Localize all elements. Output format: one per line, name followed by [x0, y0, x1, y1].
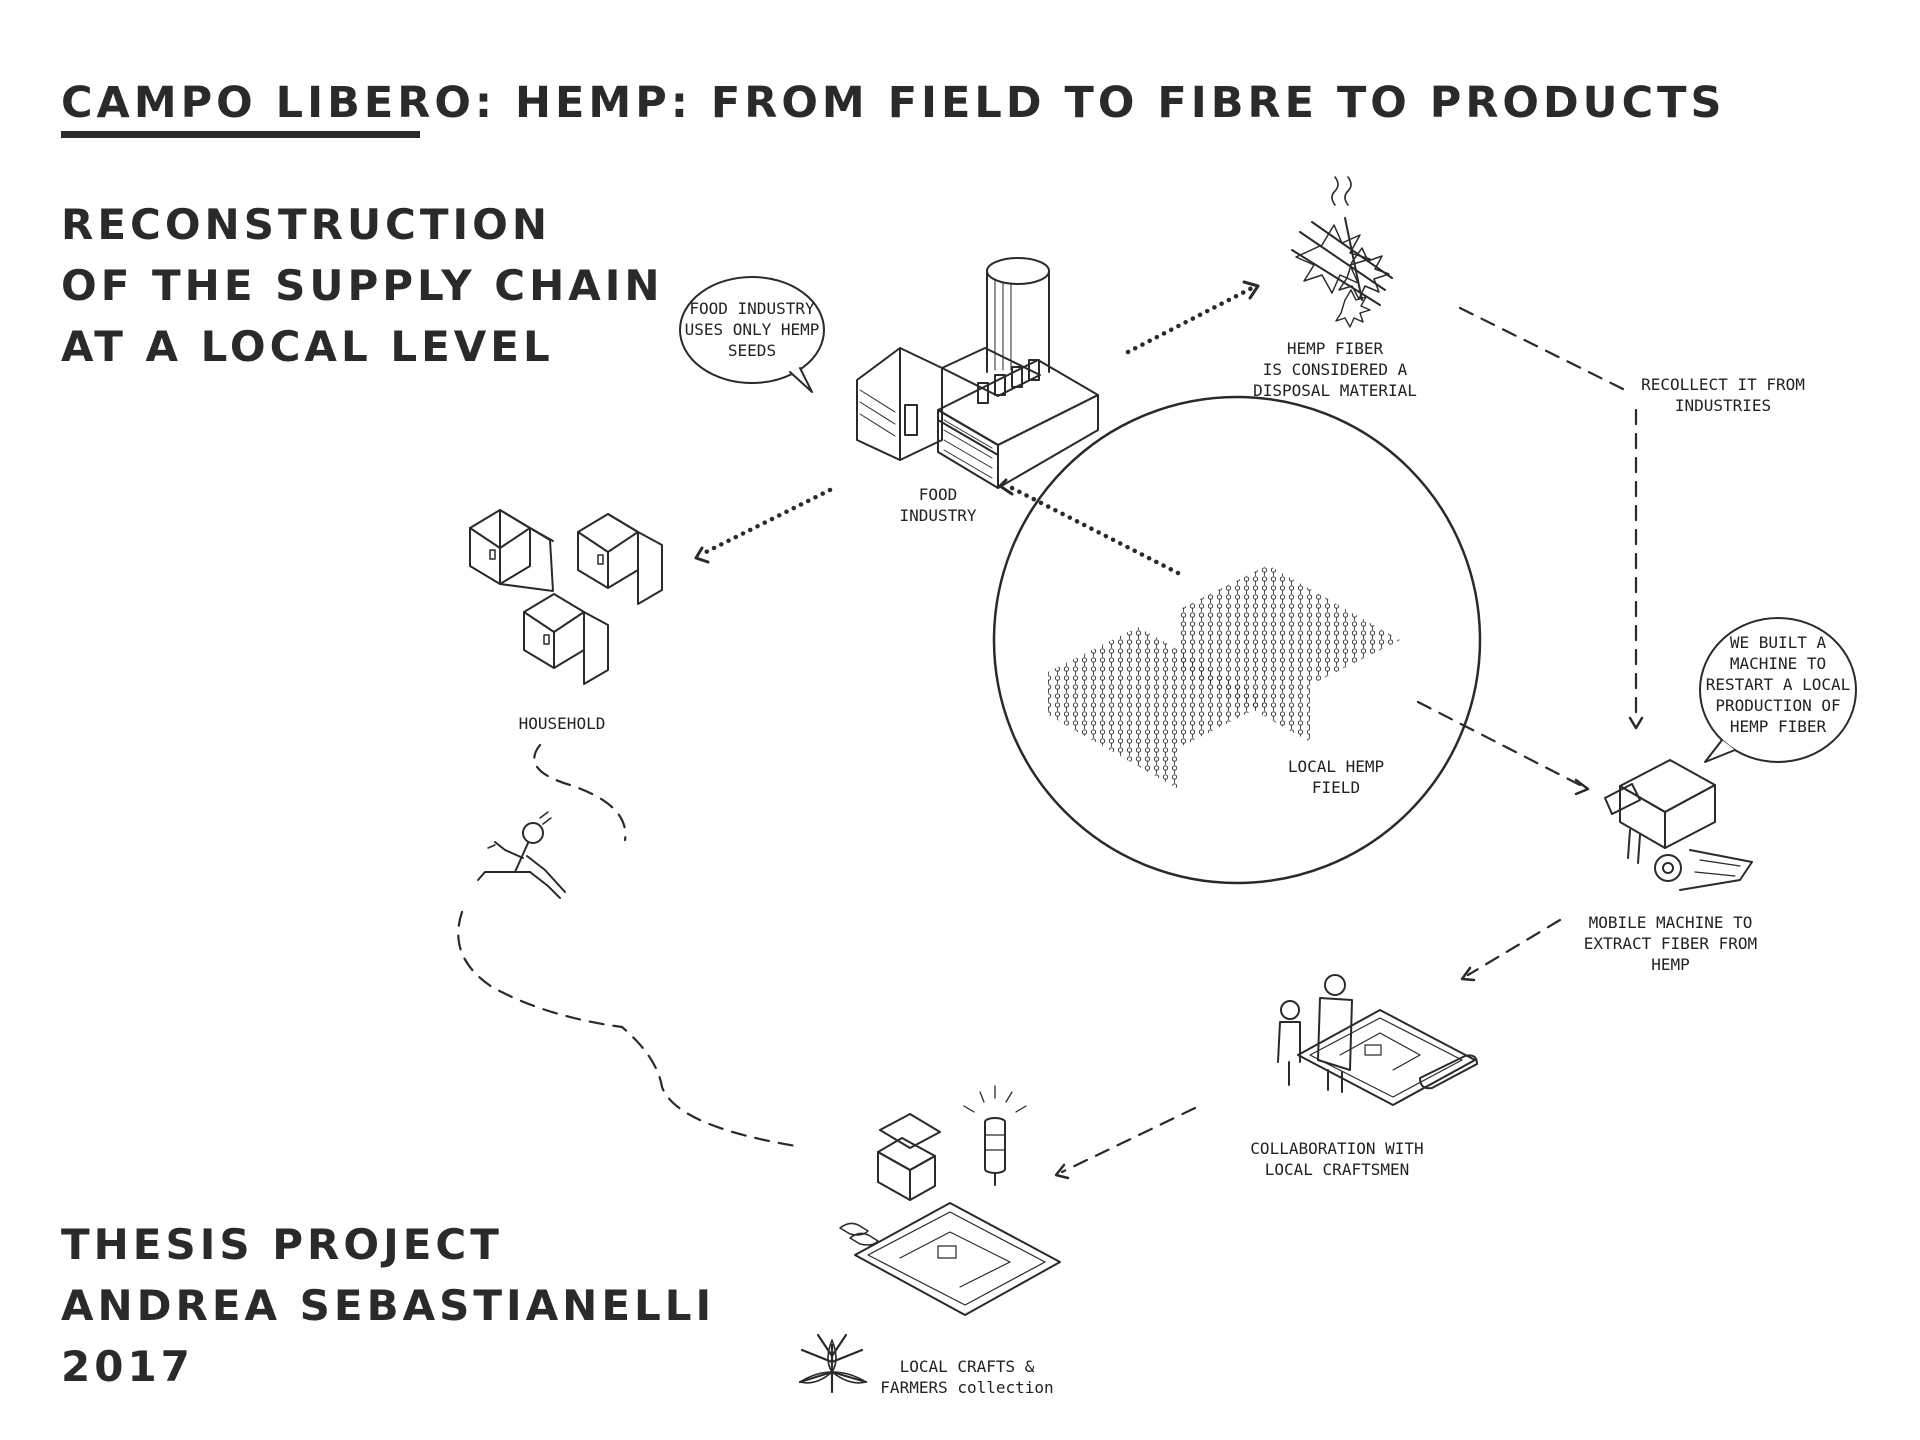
intro-line-3: AT A LOCAL LEVEL	[61, 322, 554, 371]
craftsmen-icon	[1277, 974, 1478, 1106]
runner-icon	[477, 811, 566, 899]
credits-line-2: ANDREA SEBASTIANELLI	[61, 1281, 716, 1330]
furniture-icon	[839, 1085, 1061, 1316]
flow-arrows-dotted	[697, 285, 1255, 576]
machine-label: MOBILE MACHINE TO EXTRACT FIBER FROM HEM…	[1583, 913, 1758, 974]
field-circle	[992, 395, 1482, 885]
machine-icon	[1604, 759, 1753, 891]
recollect-label: RECOLLECT IT FROM INDUSTRIES	[1641, 375, 1805, 415]
food-industry-label: FOOD INDUSTRY	[899, 485, 977, 525]
hemp-field-icon	[1048, 565, 1400, 790]
hemp-fiber-icon	[1291, 176, 1393, 328]
intro-line-2: OF THE SUPPLY CHAIN	[61, 261, 664, 310]
craftsmen-label: COLLABORATION WITH LOCAL CRAFTSMEN	[1250, 1139, 1424, 1179]
hemp-fiber-label: HEMP FIBER IS CONSIDERED A DISPOSAL MATE…	[1253, 339, 1417, 400]
page-title: CAMPO LIBERO: HEMP: FROM FIELD TO FIBRE …	[61, 78, 1725, 128]
credits-line-1: THESIS PROJECT	[61, 1220, 503, 1269]
machine-bubble-text: WE BUILT A MACHINE TO RESTART A LOCAL PR…	[1705, 633, 1851, 736]
factory-icon	[856, 257, 1099, 489]
field-label: LOCAL HEMP FIELD	[1287, 757, 1385, 797]
intro-heading: RECONSTRUCTION OF THE SUPPLY CHAIN AT A …	[61, 194, 664, 377]
house-icon	[469, 509, 663, 685]
dashed-arrowheads	[1054, 716, 1644, 1180]
machine-bubble	[1699, 617, 1857, 763]
title-part-2: : HEMP: FROM FIELD TO FIBRE TO PRODUCTS	[474, 78, 1726, 128]
intro-line-1: RECONSTRUCTION	[61, 200, 552, 249]
flow-arrows-dashed	[457, 306, 1638, 1174]
dotted-arrowheads	[694, 280, 1260, 564]
title-underline	[61, 131, 420, 138]
title-part-1: CAMPO LIBERO	[61, 78, 475, 128]
food-bubble-text: FOOD INDUSTRY USES ONLY HEMP SEEDS	[684, 299, 820, 360]
food-bubble	[679, 276, 825, 393]
credits: THESIS PROJECT ANDREA SEBASTIANELLI 2017	[61, 1214, 715, 1397]
hemp-leaf-icon	[798, 1333, 868, 1394]
credits-line-3: 2017	[61, 1342, 194, 1391]
household-label: HOUSEHOLD	[518, 714, 606, 733]
collection-label: LOCAL CRAFTS & FARMERS collection	[880, 1357, 1054, 1397]
